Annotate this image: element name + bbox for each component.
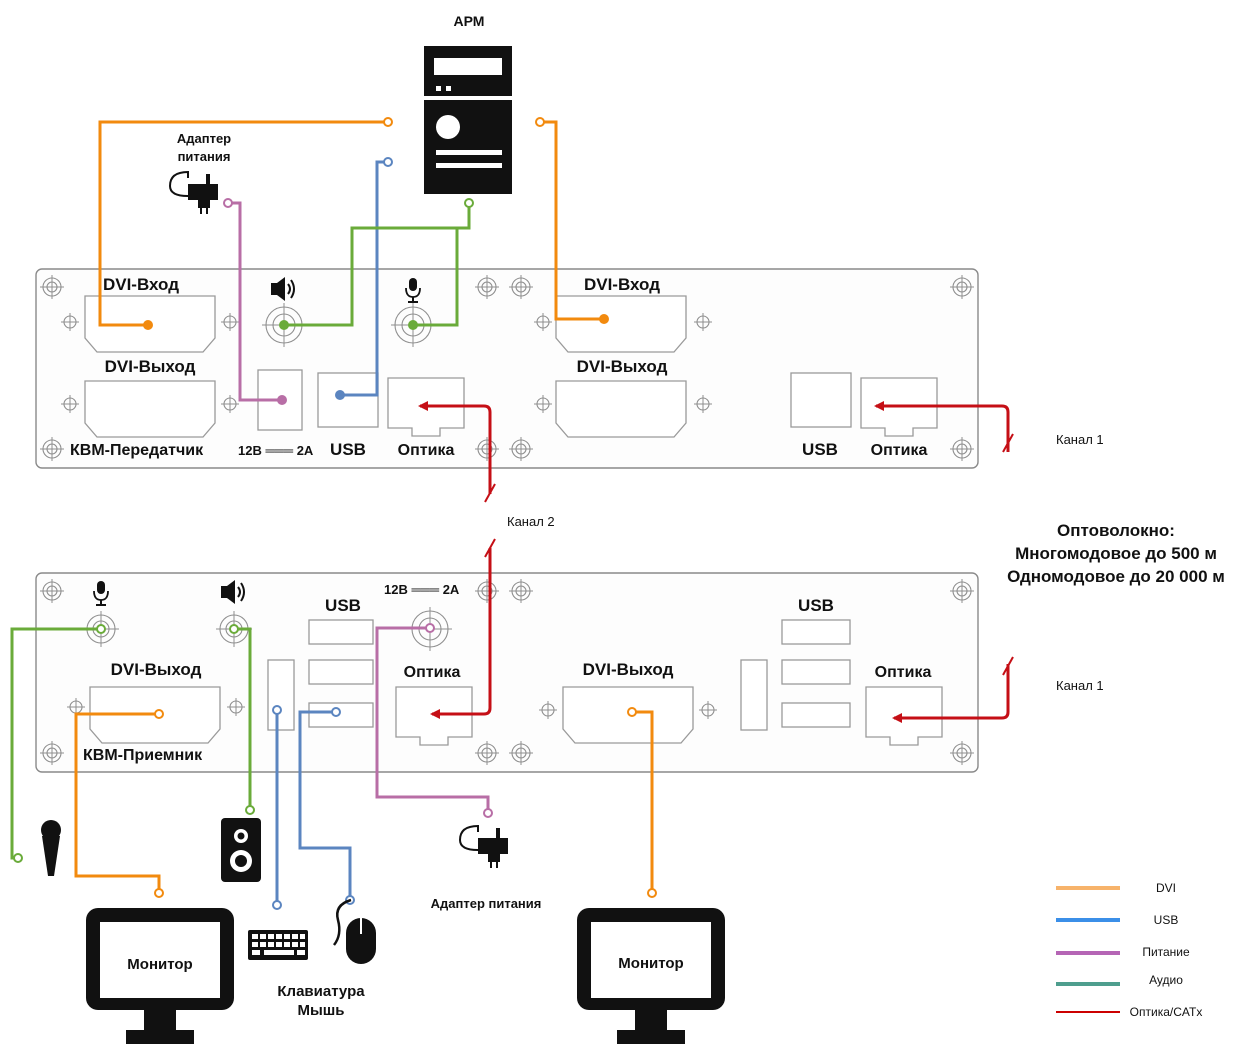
computer-tower-icon (424, 46, 512, 194)
speaker-icon (221, 818, 261, 882)
adapter-bottom-label: Адаптер питания (431, 896, 542, 911)
tx-dvi-out-1-label: DVI-Выход (105, 357, 196, 376)
rx-optics-2-label: Оптика (875, 664, 932, 681)
rx-power-label: 12В ═══ 2А (384, 582, 460, 597)
adapter-top-label-line1: Адаптер (177, 131, 231, 146)
legend-label-usb: USB (1154, 913, 1179, 927)
legend-label-power: Питание (1142, 945, 1190, 959)
tx-optics-2-label: Оптика (871, 442, 928, 459)
keyboard-icon (248, 930, 308, 960)
rx-device-name: КВМ-Приемник (83, 747, 203, 764)
tx-optics-label: Оптика (398, 442, 455, 459)
channel-2-label: Канал 2 (507, 514, 555, 529)
kvm-transmitter-panel: DVI-Вход DVI-Выход КВМ-Передатчик 12В ══… (35, 268, 979, 469)
adapter-top-label-line2: питания (178, 149, 231, 164)
power-adapter-icon (459, 825, 509, 869)
rx-usb-1-label: USB (325, 596, 361, 615)
fiber-note-title: Оптоволокно: (1057, 521, 1175, 540)
legend: DVI USB Питание Аудио Оптика/CATx (1056, 881, 1202, 1019)
fiber-note-singlemode: Одномодовое до 20 000 м (1007, 567, 1225, 586)
mouse-icon (332, 898, 376, 964)
kvm-receiver-panel: DVI-Выход КВМ-Приемник USB 12В ═══ 2А Оп… (35, 572, 979, 773)
monitor-2-label: Монитор (618, 955, 683, 972)
fiber-note-multimode: Многомодовое до 500 м (1015, 544, 1217, 563)
microphone-icon (41, 820, 61, 876)
tx-usb-label: USB (330, 440, 366, 459)
legend-label-dvi: DVI (1156, 881, 1176, 895)
rx-usb-2-label: USB (798, 596, 834, 615)
channel-1-top-label: Канал 1 (1056, 432, 1104, 447)
optics-break-marks (484, 433, 1014, 676)
tx-dvi-out-2-label: DVI-Выход (577, 357, 668, 376)
monitor-1-label: Монитор (127, 956, 192, 973)
monitor-icon (577, 908, 725, 1044)
channel-1-bottom-label: Канал 1 (1056, 678, 1104, 693)
legend-label-audio: Аудио (1149, 973, 1183, 987)
tx-device-name: КВМ-Передатчик (70, 442, 204, 459)
cables (10, 120, 654, 905)
power-adapter-icon (169, 171, 219, 215)
keyboard-label: Клавиатура (277, 983, 365, 1000)
optics-lines (418, 401, 1010, 723)
monitor-icon (86, 908, 234, 1044)
workstation-title: АРМ (454, 13, 485, 29)
legend-label-optics: Оптика/CATx (1130, 1005, 1203, 1019)
cable-endpoints (13, 117, 657, 910)
tx-power-label: 12В ═══ 2А (238, 443, 314, 458)
tx-dvi-in-1-label: DVI-Вход (103, 275, 179, 294)
tx-dvi-in-2-label: DVI-Вход (584, 275, 660, 294)
rx-optics-label: Оптика (404, 664, 461, 681)
mouse-label: Мышь (297, 1002, 344, 1019)
rx-dvi-out-1-label: DVI-Выход (111, 660, 202, 679)
rx-dvi-out-2-label: DVI-Выход (583, 660, 674, 679)
tx-usb-2-label: USB (802, 440, 838, 459)
